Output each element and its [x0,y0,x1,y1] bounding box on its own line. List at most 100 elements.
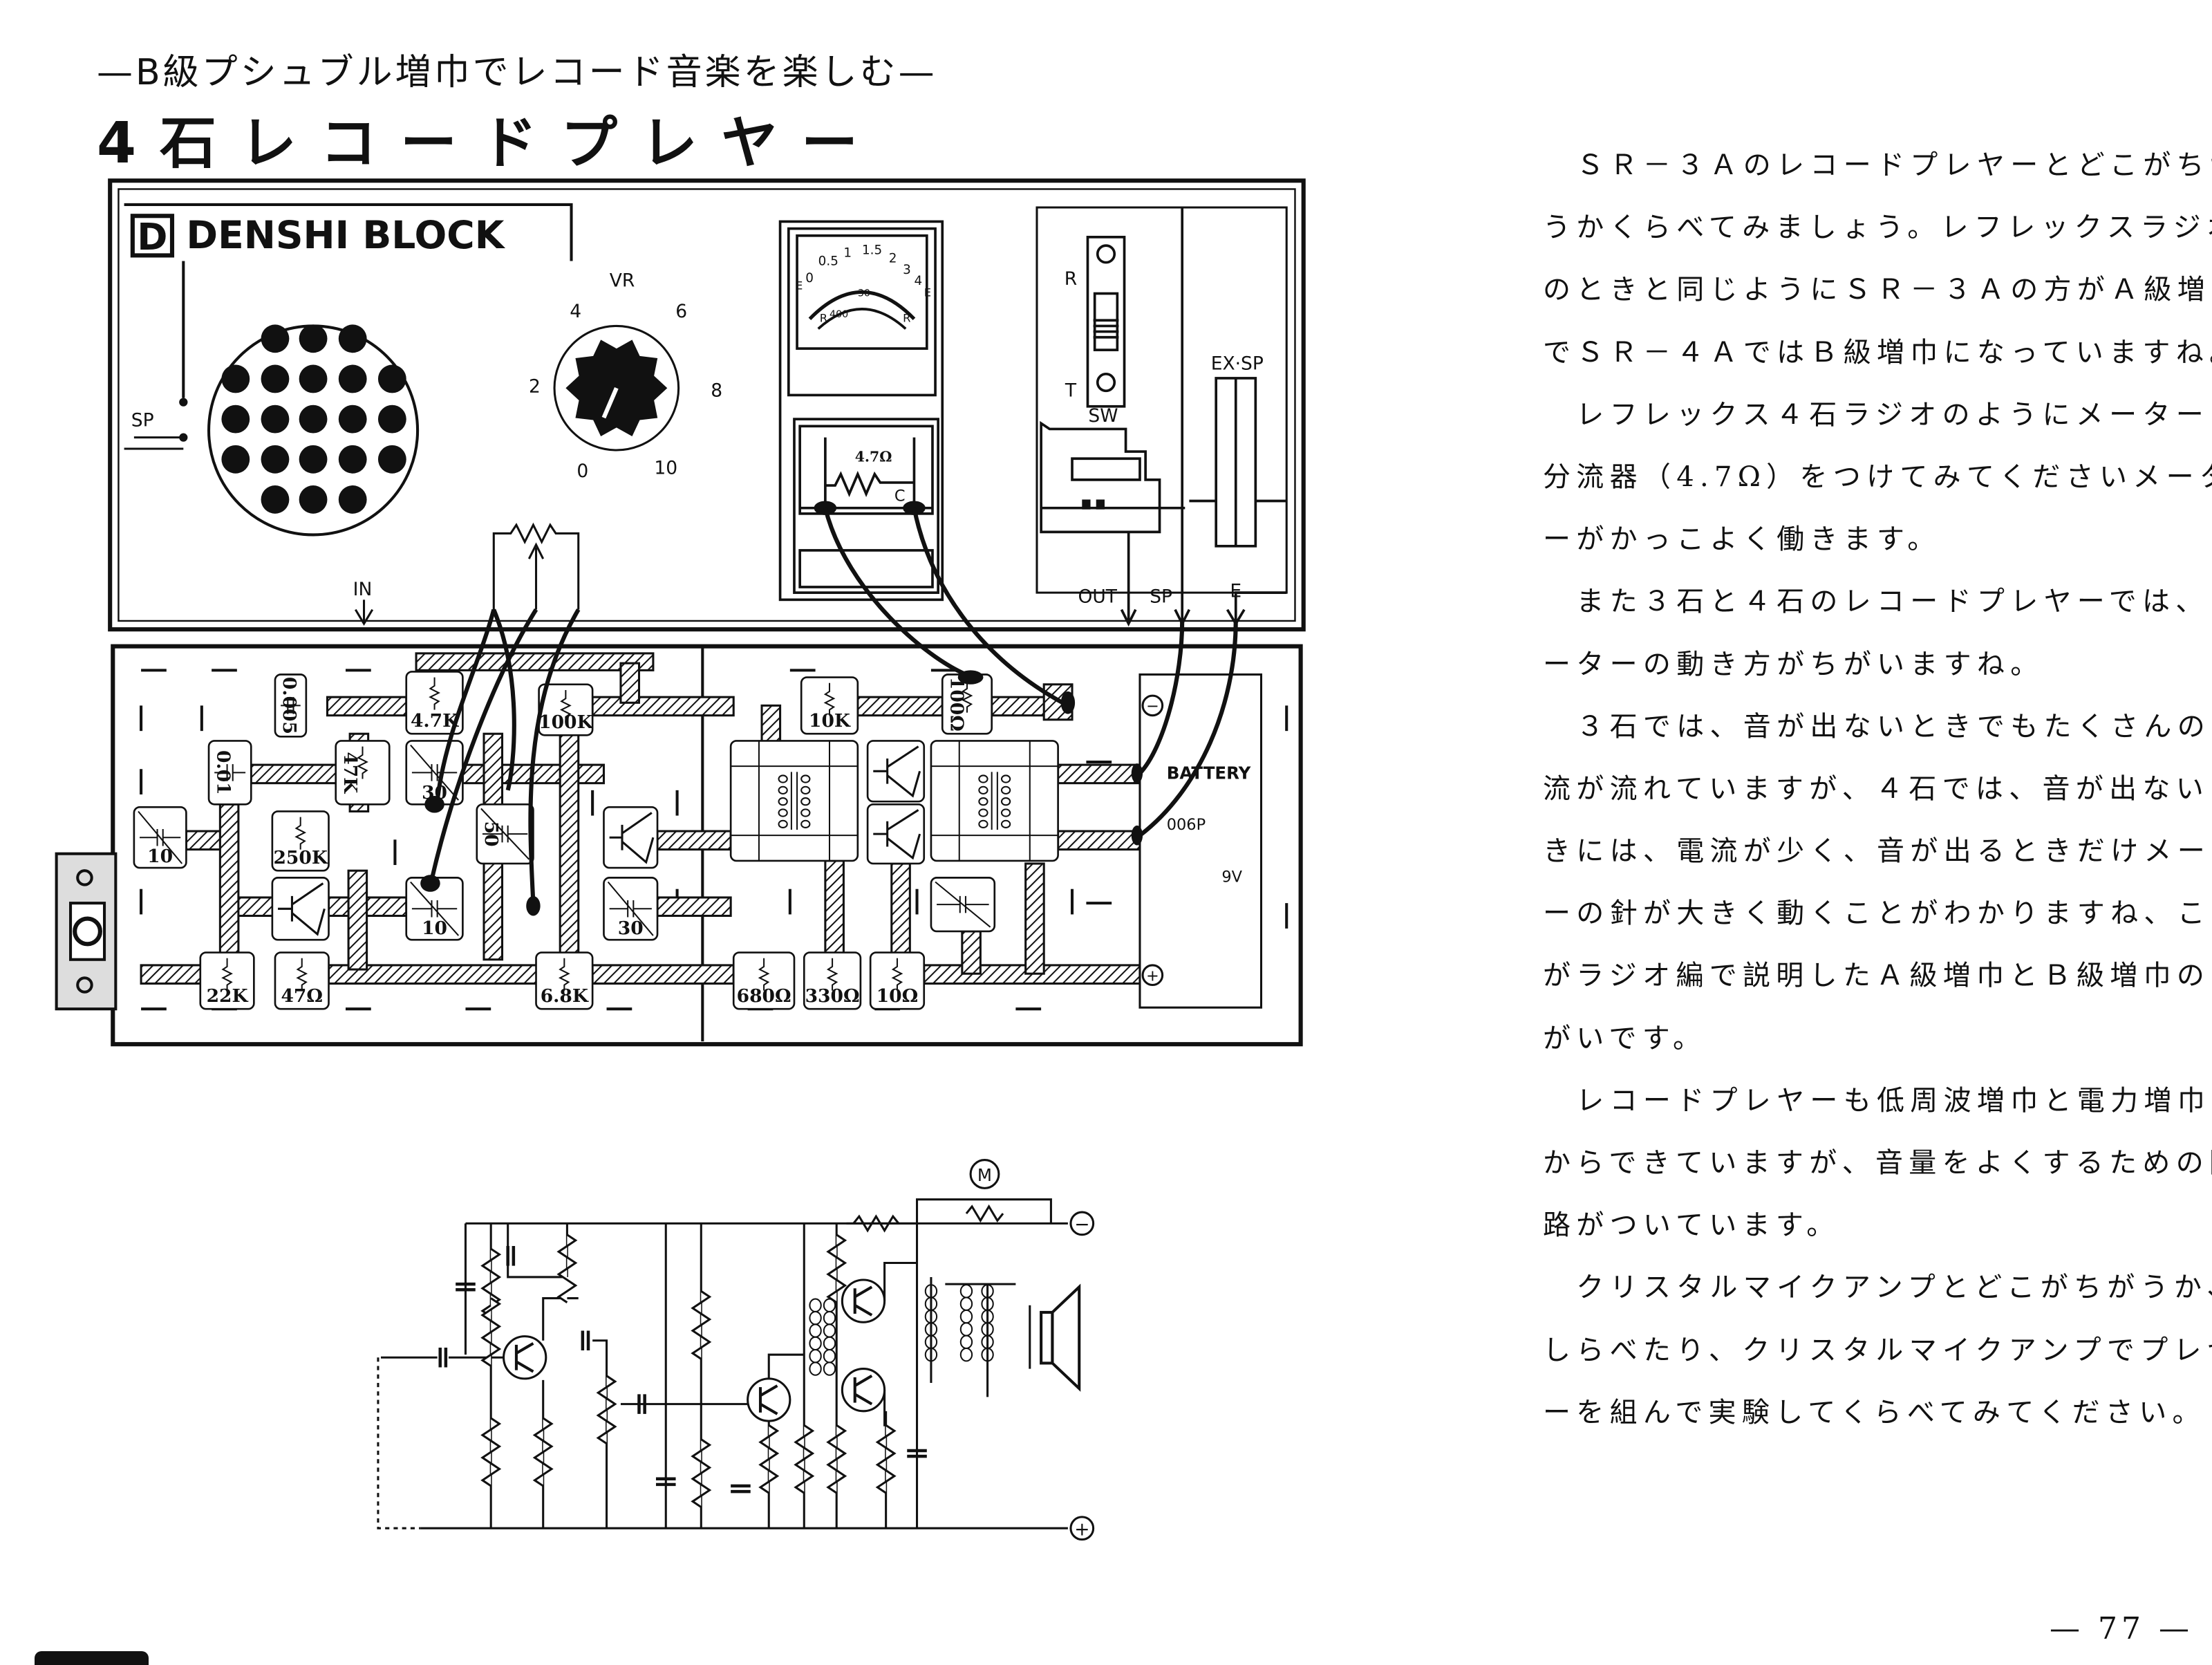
switch-t-label: T [1065,380,1077,401]
schematic-capacitor [907,1449,927,1458]
meter-mark-e-right: E [924,286,931,299]
phono-input-jack[interactable] [55,852,118,1011]
conductor-block [890,862,911,958]
schematic-coil [959,1309,973,1324]
component-block-ecap[interactable]: 50 [476,803,534,865]
component-block-res[interactable]: 330Ω [803,951,862,1010]
component-block-cap[interactable]: 0.005 [274,673,308,738]
component-label: 680Ω [737,985,791,1007]
speaker-hole [261,324,290,353]
component-block-res[interactable]: 680Ω [732,951,796,1010]
component-block-res[interactable]: 100Ω [941,673,993,735]
component-block-ecap[interactable]: 10 [133,806,187,869]
page-subtitle: —B級プシュブル増巾でレコード音楽を楽しむ— [97,52,937,93]
schematic-coil [823,1336,836,1351]
schematic-resistor [480,1297,502,1367]
rt-switch[interactable] [1040,207,1287,627]
body-line: ＳＲ－３Ａのレコードプレヤーとどこがちが [1543,149,2212,181]
component-block-res[interactable]: 22K [199,951,255,1010]
conductor-block [347,869,368,971]
body-line: がいです。 [1543,1022,1707,1054]
component-block-ecap[interactable]: 30 [603,877,659,941]
schematic-coil [809,1336,822,1351]
svg-text:M: M [977,1165,992,1185]
meter-scale-3: 3 [903,263,911,277]
component-block-res[interactable]: 250K [271,810,330,872]
shunt-resistor-label: 4.7Ω [855,448,892,465]
component-label: 47Ω [281,985,323,1007]
speaker-hole [299,364,328,393]
component-block-tr[interactable] [866,740,926,803]
component-block-res[interactable]: 10K [800,676,859,735]
component-block-res[interactable]: 6.8K [535,951,594,1010]
conductor-block [856,696,944,717]
speaker-hole [221,364,250,393]
component-label: 10K [809,710,851,732]
body-line: のときと同じようにＳＲ－３Ａの方がＡ級増巾 [1543,274,2212,306]
conductor-block [1024,862,1045,975]
external-speaker-jack[interactable] [1215,377,1257,548]
component-block-xfmr[interactable] [729,740,859,862]
schematic-capacitor [637,1394,646,1414]
top-panel [108,178,1306,632]
body-line: きには、電流が少く、音が出るときだけメータ [1543,835,2212,868]
conductor-block [140,964,206,985]
conductor-block [559,732,580,968]
speaker-terminal-label: SP [131,409,154,431]
schematic-resistor [480,1417,502,1487]
body-line: また３石と４石のレコードプレヤーでは、メ [1543,586,2212,618]
conductor-block [1057,830,1141,851]
schematic-meter: M [969,1159,1000,1189]
jumper-wires[interactable] [428,507,1238,904]
component-block-res[interactable]: 100K [538,683,594,736]
body-text: ＳＲ－３Ａのレコードプレヤーとどこがちがうかくらべてみましょう。レフレックスラジ… [1543,134,2212,1444]
component-block-res[interactable]: 10Ω [869,951,926,1010]
body-line: 分流器（4.7Ω）をつけてみてくださいメータ [1543,461,2212,493]
schematic-coil [823,1361,836,1376]
schematic-resistor [556,1234,578,1303]
component-block-xfmr[interactable] [930,740,1059,862]
schematic-capacitor [655,1477,676,1487]
schematic-plus-terminal: + [1074,1518,1089,1540]
component-block-res[interactable]: 47Ω [274,951,330,1010]
in-label: IN [353,579,373,600]
component-label: 250K [273,847,328,868]
ext-speaker-label: EX·SP [1211,353,1264,375]
shunt-terminal-label: C [894,487,906,505]
component-block-cap[interactable]: 0.01 [207,740,252,806]
vr-scale-10: 10 [654,458,677,479]
speaker-hole [338,445,367,474]
body-line: レフレックス４石ラジオのようにメーターと [1543,398,2212,431]
speaker-hole [338,364,367,393]
schematic-coil [823,1349,836,1364]
meter-scale-1: 1 [843,245,852,260]
speaker-hole [299,445,328,474]
component-label: 0.01 [212,750,234,795]
component-block-tr[interactable] [603,806,659,869]
component-block-tr[interactable] [271,877,330,941]
component-block-res[interactable]: 4.7K [405,671,464,735]
component-block-res[interactable]: 47K [335,740,391,806]
conductor-block [656,830,732,851]
schematic-capacitor [731,1484,751,1494]
battery-label: BATTERY [1167,763,1251,783]
body-line: ーターの動き方がちがいますね。 [1543,648,2044,680]
battery-plus-terminal: + [1146,967,1159,985]
schematic-speaker-icon [1040,1283,1081,1392]
component-block-ecap[interactable]: 10 [405,877,464,941]
component-label: 100Ω [946,677,968,732]
schematic-transistor [503,1335,547,1380]
conductor-block [1057,763,1141,785]
speaker-hole [261,364,290,393]
volume-knob[interactable] [553,324,680,452]
body-line: うかくらべてみましょう。レフレックスラジオ [1543,212,2212,244]
e-label: E [1230,580,1241,602]
page-tab-mark [35,1651,149,1665]
component-label: 47K [339,752,361,794]
component-block-tr[interactable] [866,803,926,865]
meter-scale-2: 2 [889,252,897,266]
component-block-ecap[interactable] [930,877,996,933]
body-line: 流が流れていますが、４石では、音が出ないと [1543,772,2212,805]
body-line: しらべたり、クリスタルマイクアンプでプレヤ [1543,1334,2212,1366]
